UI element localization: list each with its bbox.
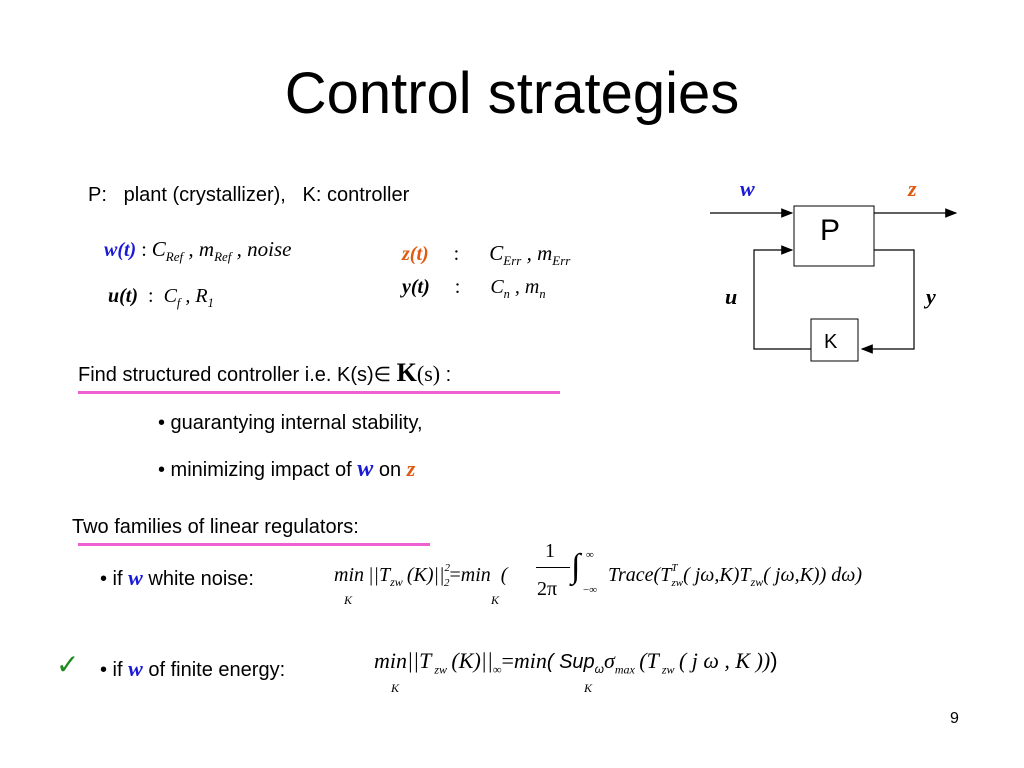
- controller-set: K(s): [396, 358, 441, 387]
- integral-sign: ∫: [571, 548, 581, 585]
- find-text: Find structured controller i.e. K(s)∈: [78, 364, 392, 386]
- page-title: Control strategies: [284, 61, 740, 126]
- controller-label: K: [824, 331, 838, 353]
- w-label: w(t): [104, 239, 137, 261]
- u-feedback-line: [753, 245, 811, 350]
- w-vars: CRef , mRef , noise: [151, 237, 292, 265]
- feedback-diagram: [710, 205, 958, 362]
- find-underline: [78, 391, 560, 394]
- w-definition: w(t) : CRef , mRef , noise: [104, 237, 292, 265]
- z-label: z(t): [402, 243, 429, 265]
- diagram-y-label: y: [926, 284, 936, 309]
- find-controller-line: Find structured controller i.e. K(s)∈ K(…: [78, 358, 452, 387]
- y-definition: y(t) : Cn , mn: [402, 276, 546, 301]
- h2-formula: min ||Tzw (K)||22=min (: [334, 562, 508, 589]
- families-underline: [78, 543, 430, 546]
- bullet-impact: • minimizing impact of w on z: [158, 456, 416, 482]
- page-number: 9: [950, 710, 959, 727]
- p-description: plant (crystallizer),: [123, 184, 286, 206]
- families-heading: Two families of linear regulators:: [72, 516, 359, 538]
- diagram-w-label: w: [740, 176, 755, 201]
- definition-line: P: plant (crystallizer), K: controller: [88, 184, 409, 207]
- k-description: K: controller: [302, 184, 410, 206]
- family-finite-energy: • if w of finite energy:: [100, 656, 286, 681]
- plant-block: [793, 205, 875, 267]
- z-definition: z(t) : CErr , mErr: [402, 241, 571, 269]
- z-vars: CErr , mErr: [489, 241, 571, 269]
- u-vars: Cf , R1: [163, 285, 214, 310]
- y-vars: Cn , mn: [490, 276, 546, 301]
- plant-label: P: [820, 214, 841, 247]
- checkmark-icon: ✓: [56, 650, 80, 681]
- bullet-stability: • guarantying internal stability,: [158, 412, 423, 434]
- y-label: y(t): [402, 276, 430, 298]
- trace-expression: Trace(TTzw( jω,K)Tzw( jω,K)) dω): [608, 562, 863, 589]
- u-definition: u(t) : Cf , R1: [108, 285, 214, 310]
- hinf-formula: min||T zw (K)||∞=min( Supωσmax (T zw ( j…: [374, 648, 778, 677]
- u-label: u(t): [108, 285, 138, 307]
- controller-block: [810, 318, 859, 362]
- p-label: P:: [88, 184, 107, 206]
- diagram-z-label: z: [908, 176, 917, 201]
- y-feedback-line: [860, 249, 915, 354]
- fraction-one: 1: [545, 540, 555, 562]
- diagram-u-label: u: [725, 284, 738, 309]
- fraction-2pi: 2π: [537, 578, 558, 600]
- family-white-noise: • if w white noise:: [100, 565, 254, 590]
